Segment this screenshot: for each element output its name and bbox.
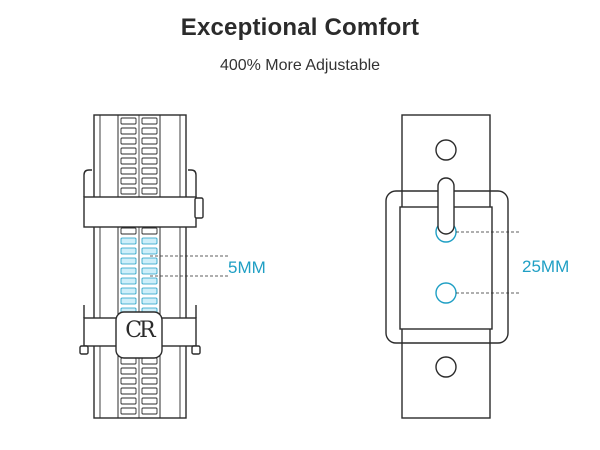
ladder-slot [120, 187, 137, 195]
ladder-slot [141, 287, 158, 295]
ladder-slot [120, 117, 137, 125]
buckle-clasp [79, 305, 201, 359]
ladder-slot [120, 167, 137, 175]
ladder-slot [141, 167, 158, 175]
ladder-slot [120, 397, 137, 405]
ladder-slot [141, 297, 158, 305]
ladder-slot [120, 147, 137, 155]
ladder-slot [120, 267, 137, 275]
ladder-slot [120, 357, 137, 365]
strap-keeper-top [83, 169, 204, 228]
ladder-slot [120, 247, 137, 255]
ladder-slot [141, 387, 158, 395]
measure-lines-5mm [150, 255, 228, 277]
ladder-slot [141, 277, 158, 285]
ladder-slot [141, 377, 158, 385]
ladder-slot [141, 137, 158, 145]
ladder-slot [120, 287, 137, 295]
ladder-slot [120, 297, 137, 305]
ladder-slot [141, 367, 158, 375]
ladder-slot [120, 407, 137, 415]
measure-label-5mm: 5MM [228, 258, 266, 277]
page-title: Exceptional Comfort [180, 14, 420, 41]
ladder-slot [120, 377, 137, 385]
ladder-slot [120, 257, 137, 265]
ladder-slot [141, 227, 158, 235]
ladder-slot [120, 157, 137, 165]
page-subtitle: 400% More Adjustable [219, 57, 381, 74]
ladder-slot [120, 277, 137, 285]
ladder-slot [141, 397, 158, 405]
cr-logo: CR [125, 318, 155, 343]
ladder-slot [141, 267, 158, 275]
ladder-slot [141, 127, 158, 135]
ladder-slot [141, 407, 158, 415]
ladder-slot [120, 367, 137, 375]
ladder-slot [120, 237, 137, 245]
ladder-slot [120, 137, 137, 145]
ladder-slot [141, 357, 158, 365]
ladder-slot [141, 257, 158, 265]
ladder-slot [141, 187, 158, 195]
ladder-slot [141, 147, 158, 155]
ladder-slot [120, 127, 137, 135]
ladder-slot [141, 177, 158, 185]
measure-lines-25mm [456, 231, 520, 294]
measure-label-25mm: 25MM [522, 257, 570, 276]
ladder-slot [141, 117, 158, 125]
ladder-slot [120, 177, 137, 185]
ladder-slot [120, 227, 137, 235]
ladder-slot [141, 157, 158, 165]
ladder-slot [120, 387, 137, 395]
ladder-slot [141, 247, 158, 255]
ladder-slot [141, 237, 158, 245]
micro-adjust-strap-diagram [93, 114, 187, 419]
standard-buckle-diagram [385, 114, 509, 419]
